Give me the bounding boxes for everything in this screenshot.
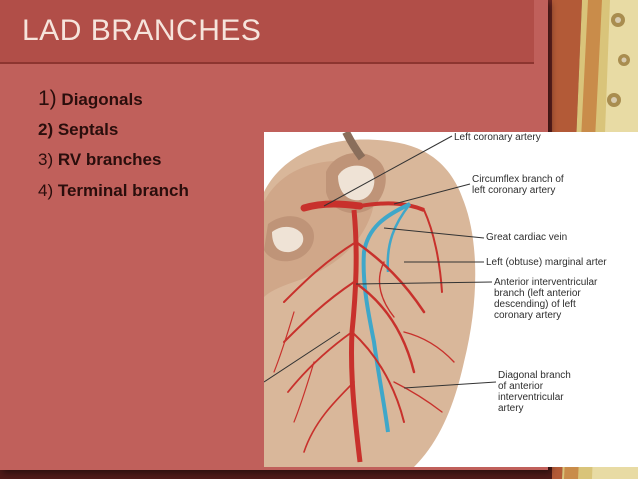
list-item-label: Septals	[53, 119, 119, 139]
callout-left-coronary-artery: Left coronary artery	[454, 132, 541, 143]
callout-circumflex-branch: Circumflex branch of left coronary arter…	[472, 174, 564, 196]
callout-great-cardiac-vein: Great cardiac vein	[486, 232, 568, 243]
list-item: 1) Diagonals	[38, 84, 189, 115]
heart-illustration	[264, 132, 497, 467]
list-item-number: 4)	[38, 180, 54, 200]
callout-anterior-interventricular-branch: Anterior interventricular branch (left a…	[494, 277, 598, 321]
list-item-label: Diagonals	[56, 90, 143, 109]
list-item: 3) RV branches	[38, 145, 189, 176]
title-bar: LAD BRANCHES	[0, 0, 534, 64]
slide-title: LAD BRANCHES	[22, 14, 262, 47]
list-item-number: 1)	[38, 87, 57, 110]
list-item-number: 2)	[38, 119, 54, 139]
branch-list: 1) Diagonals 2) Septals 3) RV branches 4…	[38, 84, 189, 206]
list-item: 2) Septals	[38, 115, 189, 146]
list-item-label: RV branches	[53, 150, 162, 169]
list-item-label: Terminal branch	[53, 180, 189, 200]
list-item-number: 3)	[38, 150, 54, 169]
callout-left-marginal-artery: Left (obtuse) marginal arter	[486, 257, 607, 268]
callout-diagonal-branch: Diagonal branch of anterior interventric…	[498, 370, 571, 414]
heart-anatomy-figure: Left coronary artery Circumflex branch o…	[264, 132, 638, 467]
list-item: 4) Terminal branch	[38, 176, 189, 207]
